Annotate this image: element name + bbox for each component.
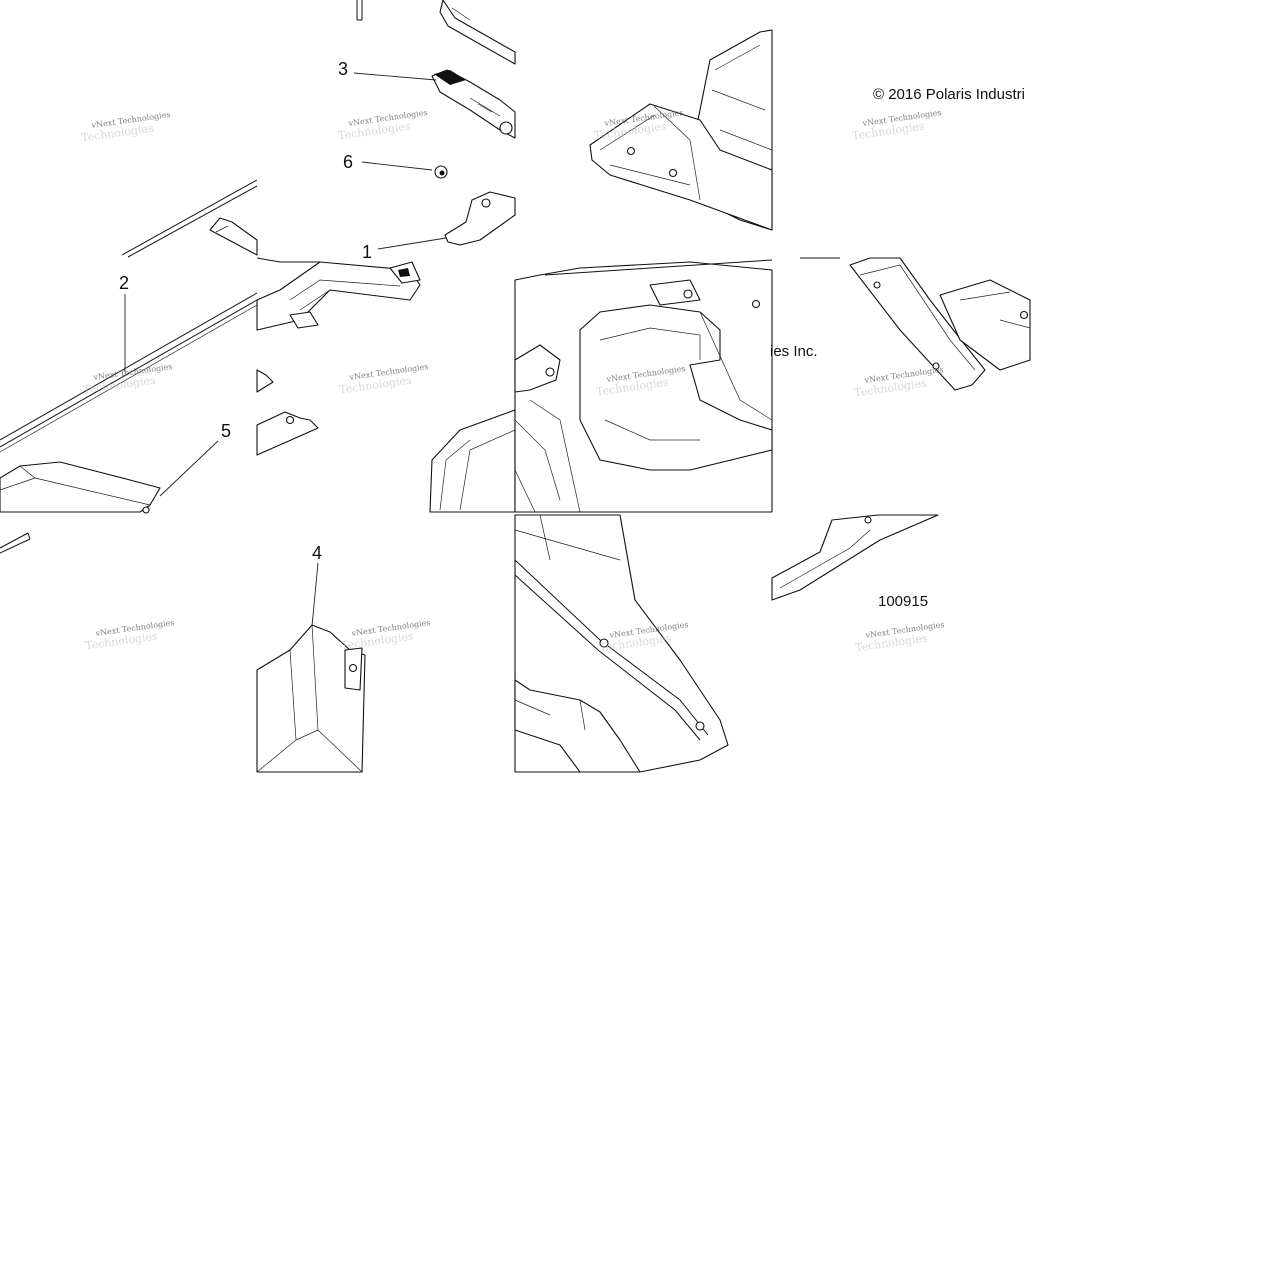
watermark-stamp: Technologies vNext Technologies — [338, 362, 429, 397]
bracket-part-1 — [444, 191, 516, 246]
screw-part-6 — [434, 165, 448, 179]
side-trim-bracket — [800, 257, 1031, 391]
rail-bracket-assembly — [256, 257, 516, 513]
watermark-stamp: Technologies vNext Technologies — [854, 620, 945, 655]
hood-front-upper — [589, 29, 773, 231]
copyright-text: © 2016 Polaris Industri — [873, 86, 1025, 103]
trim-end-part-5 — [0, 461, 161, 514]
watermark-stamp: Technologies vNext Technologies — [337, 108, 428, 143]
watermark-stamp: Technologies vNext Technologies — [80, 110, 171, 145]
trim-rail-lower-end — [0, 532, 31, 554]
copyright-fragment: ies Inc. — [770, 343, 818, 360]
watermark-stamp: Technologies vNext Technologies — [853, 365, 944, 400]
watermark-stamp: Technologies vNext Technologies — [851, 108, 942, 143]
watermark-stamp: Technologies vNext Technologies — [340, 618, 431, 653]
hood-side-part-4 — [256, 624, 366, 773]
figure-number: 100915 — [878, 593, 928, 610]
trim-rail-upper — [121, 179, 258, 258]
trim-rail-part-2 — [0, 292, 258, 453]
hook-bracket — [256, 411, 319, 456]
callout-3: 3 — [338, 59, 348, 79]
plate-edge — [771, 514, 939, 601]
callout-5: 5 — [221, 421, 231, 441]
hood-lower — [514, 514, 729, 773]
watermark-stamp: Technologies vNext Technologies — [82, 362, 173, 397]
callout-1: 1 — [362, 242, 372, 262]
watermark-stamp: Technologies vNext Technologies — [84, 618, 175, 653]
leader-lines — [124, 72, 447, 627]
callout-6: 6 — [343, 152, 353, 172]
callout-4: 4 — [312, 543, 322, 563]
callout-2: 2 — [119, 273, 129, 293]
hood-center — [514, 259, 773, 513]
watermarks: Technologies vNext Technologies Technolo… — [80, 108, 945, 655]
tile-parts-3-6-1 — [356, 0, 516, 246]
